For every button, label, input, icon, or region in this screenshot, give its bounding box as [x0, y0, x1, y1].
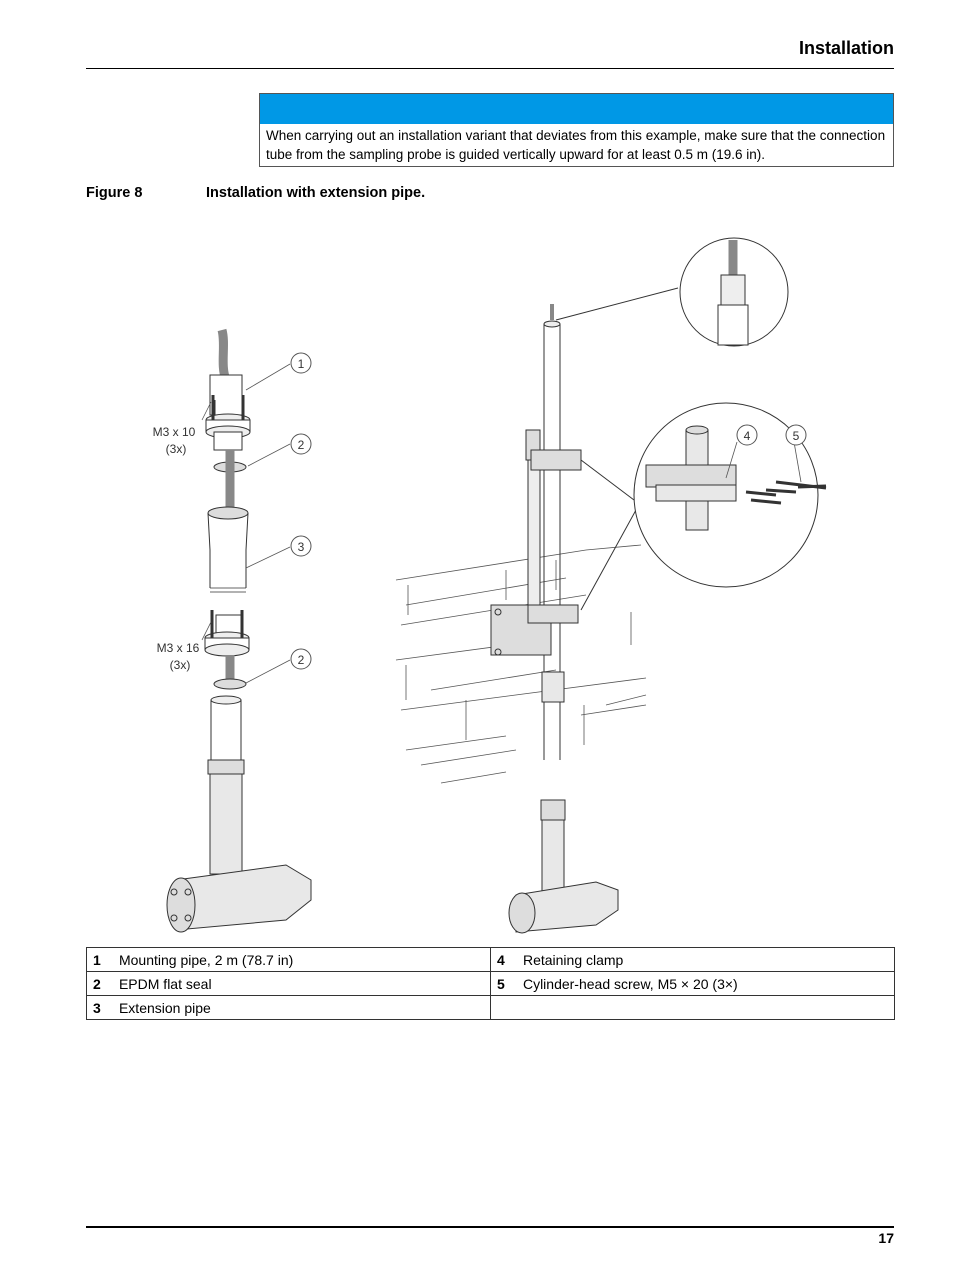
detail-top	[679, 237, 789, 347]
legend-number: 2	[85, 971, 113, 996]
right-pipe-assembly	[395, 287, 679, 934]
left-pipe-assembly	[166, 328, 312, 933]
note-text: When carrying out an installation varian…	[266, 128, 886, 162]
figure-number: Figure 8	[86, 185, 143, 201]
legend-text: Extension pipe	[112, 995, 491, 1020]
header-divider	[86, 68, 894, 69]
legend-row: 1 Mounting pipe, 2 m (78.7 in) 4 Retaini…	[85, 947, 895, 972]
detail-clamp	[633, 402, 827, 588]
legend-number	[489, 995, 517, 1020]
legend-table: 1 Mounting pipe, 2 m (78.7 in) 4 Retaini…	[85, 947, 895, 1020]
screw-qty-upper: (3x)	[166, 442, 187, 456]
figure-title: Installation with extension pipe.	[206, 185, 426, 201]
legend-text: Cylinder-head screw, M5 × 20 (3×)	[516, 971, 895, 996]
legend-text: Mounting pipe, 2 m (78.7 in)	[112, 947, 491, 972]
screw-qty-lower: (3x)	[170, 658, 191, 672]
legend-number: 1	[85, 947, 113, 972]
installation-illustration: 1 2 3 2 4 5 M3 x 10 (3x) M3 x 16 (3x)	[153, 237, 827, 934]
legend-text: Retaining clamp	[516, 947, 895, 972]
legend-number: 5	[489, 971, 517, 996]
callout-2: 2	[298, 438, 305, 452]
legend-number: 4	[489, 947, 517, 972]
legend-row: 2 EPDM flat seal 5 Cylinder-head screw, …	[85, 971, 895, 996]
callout-3: 3	[298, 540, 305, 554]
page-number: 17	[878, 1230, 894, 1246]
screw-label-upper: M3 x 10	[153, 425, 196, 439]
callout-5: 5	[793, 429, 800, 443]
note-box: When carrying out an installation varian…	[259, 93, 894, 167]
screw-label-lower: M3 x 16	[157, 641, 200, 655]
note-header-bar	[260, 94, 893, 124]
section-title: Installation	[798, 38, 894, 58]
callout-4: 4	[744, 429, 751, 443]
callout-2b: 2	[298, 653, 305, 667]
legend-row: 3 Extension pipe	[85, 995, 895, 1020]
legend-text	[516, 995, 895, 1020]
callout-1: 1	[298, 357, 305, 371]
legend-number: 3	[85, 995, 113, 1020]
footer-divider	[86, 1226, 894, 1228]
legend-text: EPDM flat seal	[112, 971, 491, 996]
